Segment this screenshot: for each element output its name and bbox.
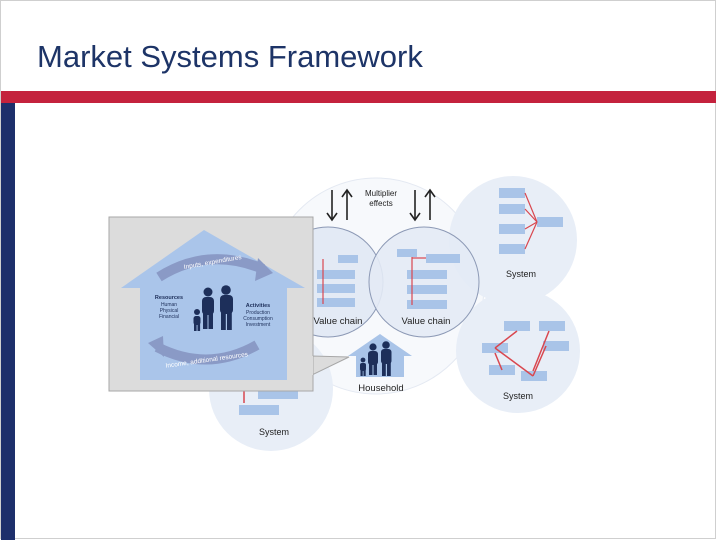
inset-activities-item-production: Production xyxy=(246,310,270,316)
inset-family-icon xyxy=(193,285,233,331)
inset-cycle-arrows xyxy=(148,254,273,365)
system-label-bottom-left: System xyxy=(259,427,289,437)
value-chain-right-nodes xyxy=(397,249,460,309)
system-bottom-right-nodes xyxy=(482,321,569,381)
multiplier-label-line2: effects xyxy=(369,199,392,208)
multiplier-arrows-right xyxy=(409,188,436,222)
system-label-bottom-right: System xyxy=(503,391,533,401)
value-chain-label-left: Value chain xyxy=(314,316,363,327)
value-chain-left-nodes xyxy=(317,255,358,307)
system-top-right-nodes xyxy=(499,188,563,254)
system-circle-top-right xyxy=(449,176,577,304)
household-family-icon xyxy=(360,341,392,376)
multiplier-arrows-left xyxy=(326,188,353,222)
left-accent-bar xyxy=(1,103,15,540)
inset-activities-item-investment: Investment xyxy=(246,322,271,328)
value-chain-label-right: Value chain xyxy=(402,316,451,327)
inset-activities-item-consumption: Consumption xyxy=(243,316,273,322)
household-label: Household xyxy=(358,383,403,394)
system-circle-bottom-right xyxy=(456,289,580,413)
inset-resources-item-physical: Physical xyxy=(160,308,179,314)
title-divider-bar xyxy=(1,91,716,103)
multiplier-label-line1: Multiplier xyxy=(365,189,397,198)
system-label-top-right: System xyxy=(506,269,536,279)
inset-activities-title: Activities xyxy=(246,303,270,309)
inset-resources-title: Resources xyxy=(155,295,183,301)
inset-resources-item-financial: Financial xyxy=(159,314,179,320)
slide-title: Market Systems Framework xyxy=(37,39,423,74)
inset-resources-item-human: Human xyxy=(161,302,177,308)
